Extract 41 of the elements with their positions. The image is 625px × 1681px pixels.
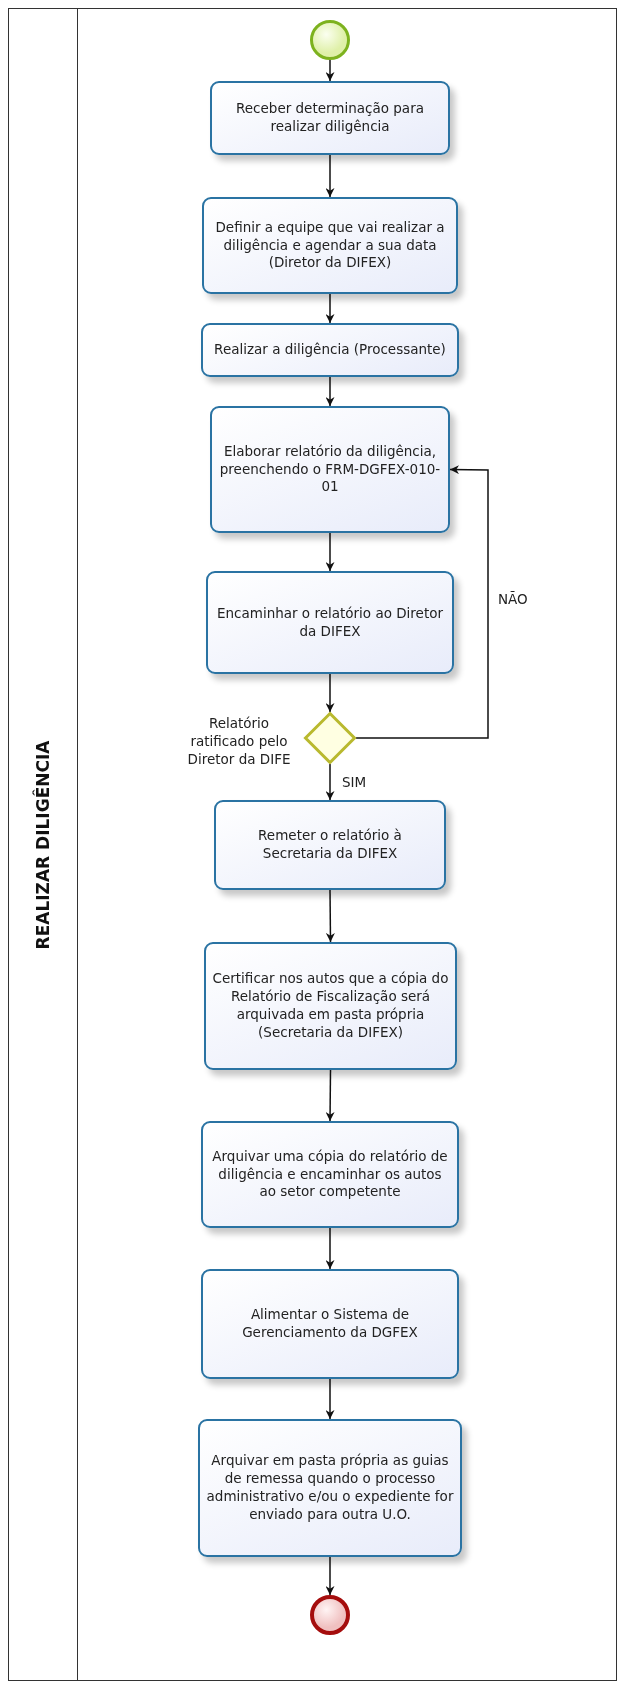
- edge-label: NÃO: [497, 591, 529, 607]
- arrow: [325, 59, 335, 82]
- process-box: [214, 800, 446, 890]
- swimlane: [8, 8, 617, 1681]
- end-event-circle: [310, 1595, 350, 1635]
- process-text: Realizar a diligência (Processante): [214, 341, 446, 359]
- arrow: [325, 673, 335, 713]
- process-box: [201, 1121, 459, 1228]
- arrow: [325, 532, 335, 572]
- arrow: [325, 1556, 335, 1596]
- process-text: Remeter o relatório à Secretaria da DIFEX: [257, 827, 403, 863]
- arrow: [355, 465, 489, 739]
- process-text: Certificar nos autos que a cópia do Relatório de Fiscalização será arquivada em pasta própria (Secretaria da DIFEX): [212, 970, 449, 1042]
- arrow: [325, 1378, 335, 1420]
- arrow: [325, 889, 335, 943]
- process-box: [202, 197, 458, 294]
- edge-label: SIM: [341, 774, 368, 790]
- process-box: [210, 81, 450, 155]
- process-box: [198, 1419, 462, 1557]
- arrow: [325, 293, 335, 324]
- process-text: Alimentar o Sistema de Gerenciamento da DGFEX: [241, 1306, 419, 1342]
- process-text: Definir a equipe que vai realizar a diligência e agendar a sua data (Diretor da DIFEX): [214, 218, 446, 273]
- arrow: [325, 376, 335, 407]
- process-box: [204, 942, 457, 1070]
- process-box: [206, 571, 454, 674]
- process-text: Arquivar uma cópia do relatório de diligência e encaminhar os autos ao setor competente: [211, 1147, 449, 1202]
- arrow: [325, 1069, 335, 1122]
- arrow: [325, 154, 335, 198]
- process-box: [210, 406, 450, 533]
- decision-label: Relatório ratificado pelo Diretor da DIFE: [186, 715, 292, 769]
- process-text: Elaborar relatório da diligência, preenchendo o FRM-DGFEX-010-01: [218, 442, 442, 497]
- start-event-circle: [310, 20, 350, 60]
- decision-diamond: [304, 712, 356, 764]
- process-text: Encaminhar o relatório ao Diretor da DIFEX: [215, 604, 445, 641]
- lane-title: REALIZAR DILIGÊNCIA: [33, 740, 53, 949]
- process-text: Receber determinação para realizar diligência: [235, 100, 425, 136]
- arrow: [325, 1227, 335, 1270]
- arrow: [325, 763, 335, 801]
- process-box: [201, 323, 459, 377]
- process-box: [201, 1269, 459, 1379]
- process-text: Arquivar em pasta própria as guias de remessa quando o processo administrativo e/ou o expediente for enviado para outra U.O.: [206, 1452, 454, 1524]
